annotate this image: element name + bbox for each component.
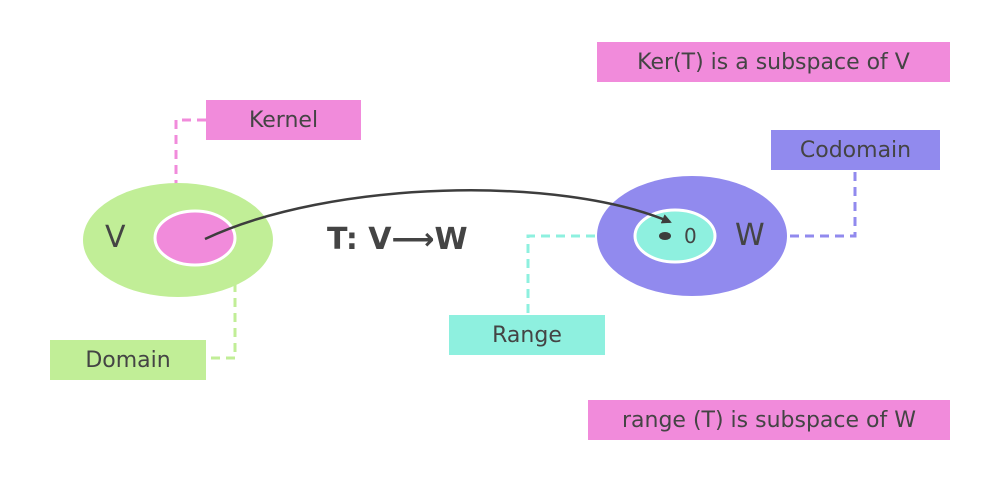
mapping-arrow <box>204 189 672 241</box>
zero-label: 0 <box>684 224 697 248</box>
domain-label: Domain <box>85 347 171 373</box>
range-ellipse <box>633 208 717 264</box>
kernel-label: Kernel <box>248 107 319 133</box>
set-w-label: W <box>735 218 765 253</box>
domain-label-box: Domain <box>50 340 206 380</box>
kernel-label-box: Kernel <box>206 100 361 140</box>
codomain-label-box: Codomain <box>771 130 940 170</box>
range-statement: range (T) is subspace of W <box>622 407 916 433</box>
ker-statement: Ker(T) is a subspace of V <box>637 49 910 75</box>
mapping-title: T: V⟶W <box>327 222 468 257</box>
domain-connector <box>206 283 237 360</box>
zero-point <box>659 232 671 240</box>
set-v-label: V <box>105 220 126 255</box>
range-label: Range <box>492 322 562 348</box>
kernel-ellipse <box>153 209 237 267</box>
codomain-label: Codomain <box>799 137 912 163</box>
kernel-connector <box>174 118 206 210</box>
codomain-connector <box>790 168 857 238</box>
range-statement-box: range (T) is subspace of W <box>588 400 950 440</box>
ker-statement-box: Ker(T) is a subspace of V <box>597 42 950 82</box>
range-label-box: Range <box>449 315 605 355</box>
